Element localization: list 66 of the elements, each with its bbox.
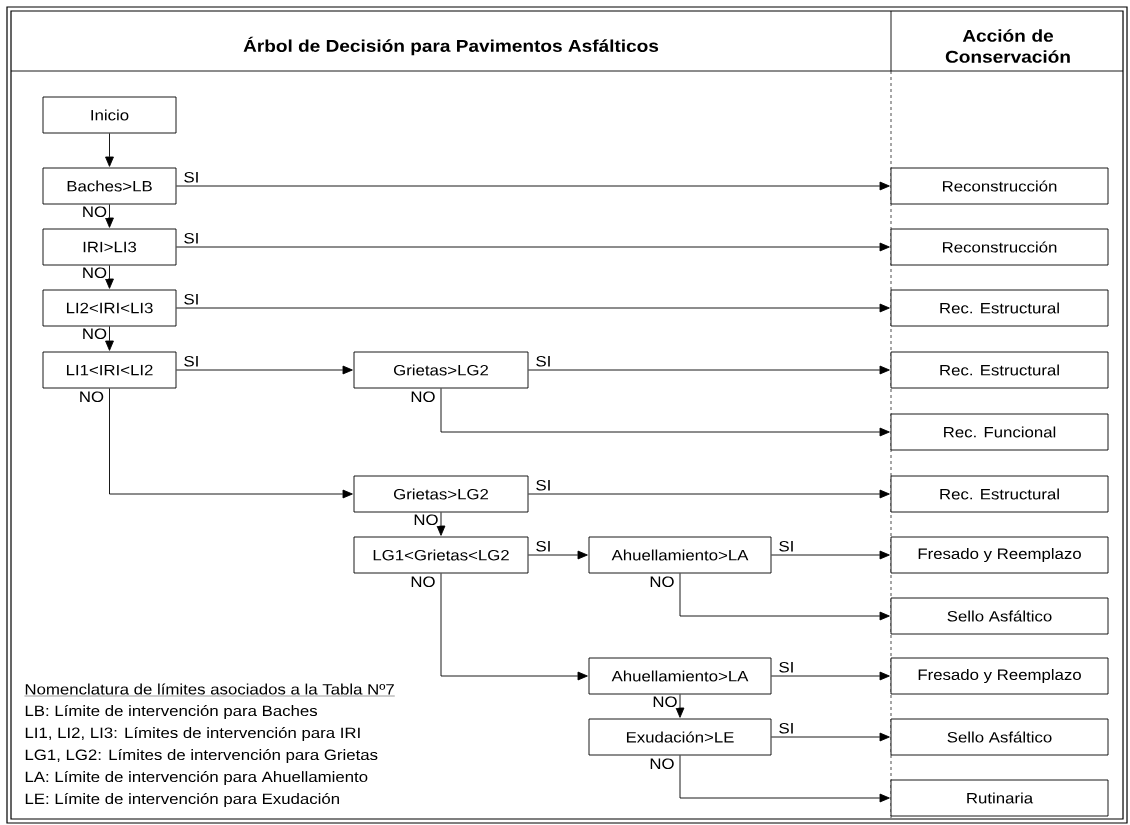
edge-label: SI [534, 539, 553, 553]
decision-box: Grietas>LG2 [353, 351, 529, 389]
edge-label: NO [412, 513, 440, 527]
arrow [176, 365, 353, 375]
legend-entry: LI1, LI2, LI3: Límites de intervención para IRI [25, 726, 360, 742]
decision-box: Exudación>LE [588, 718, 772, 756]
arrow [105, 326, 114, 351]
action-box: Rutinaria [890, 779, 1109, 817]
edge-label: SI [534, 478, 553, 492]
arrow [176, 181, 890, 191]
arrow [675, 694, 685, 718]
decision-box: LG1<Grietas<LG2 [353, 536, 529, 574]
edge-label: NO [80, 266, 109, 280]
action-box: Reconstrucción [890, 228, 1109, 266]
edge-label: NO [651, 695, 679, 709]
edge-label: SI [182, 170, 201, 184]
edge-label: SI [182, 354, 201, 368]
arrow [528, 550, 588, 560]
arrow [679, 573, 890, 621]
edge-label: NO [80, 327, 109, 341]
edge-label: SI [777, 721, 796, 735]
arrow [528, 489, 890, 499]
start-box: Inicio [42, 96, 177, 134]
action-box: Sello Asfáltico [890, 718, 1109, 756]
edge-label: NO [648, 757, 676, 771]
arrow [679, 755, 890, 803]
action-box: Fresado y Reemplazo [890, 657, 1109, 695]
arrow [105, 265, 114, 289]
edge-label: SI [182, 231, 201, 245]
action-box: Rec. Estructural [890, 475, 1109, 513]
edge-label: SI [777, 660, 796, 674]
arrow [528, 365, 890, 375]
legend-entry: LG1, LG2: Límites de intervención para Grietas [25, 748, 378, 764]
arrow [176, 303, 890, 313]
arrow [440, 573, 588, 681]
arrow [436, 512, 446, 536]
edge-label: NO [409, 575, 437, 589]
edge-label: NO [409, 390, 437, 404]
action-box: Rec. Estructural [890, 289, 1109, 327]
edge-label: NO [648, 575, 676, 589]
legend-heading: Nomenclatura de límites asociados a la Tabla Nº7 [24, 683, 395, 697]
arrow [440, 388, 890, 437]
action-box: Fresado y Reemplazo [890, 536, 1109, 574]
decision-box: LI1<IRI<LI2 [42, 351, 177, 389]
edge-label: NO [80, 205, 109, 219]
arrow [771, 671, 890, 681]
action-box: Rec. Funcional [890, 413, 1109, 451]
edge-label: SI [182, 292, 201, 306]
edge-label: NO [77, 390, 106, 404]
arrow [771, 550, 890, 560]
action-box: Sello Asfáltico [890, 597, 1109, 635]
arrow [105, 133, 114, 167]
decision-box: Ahuellamiento>LA [588, 536, 772, 574]
arrow [109, 388, 353, 499]
title: Árbol de Decisión para Pavimentos Asfálticos [243, 36, 659, 56]
legend-entry: LE: Límite de intervención para Exudación [25, 792, 339, 808]
arrow [771, 732, 890, 742]
arrow [105, 204, 114, 228]
action-box: Rec. Estructural [890, 351, 1109, 389]
legend-entry: LB: Límite de intervención para Baches [25, 704, 318, 720]
edge-label: SI [534, 354, 553, 368]
action-box: Reconstrucción [890, 167, 1109, 205]
legend-entry: LA: Límite de intervención para Ahuellamiento [25, 770, 368, 786]
arrow [176, 242, 890, 252]
column-header: Acción de Conservación [945, 29, 1070, 63]
edge-label: SI [777, 539, 796, 553]
